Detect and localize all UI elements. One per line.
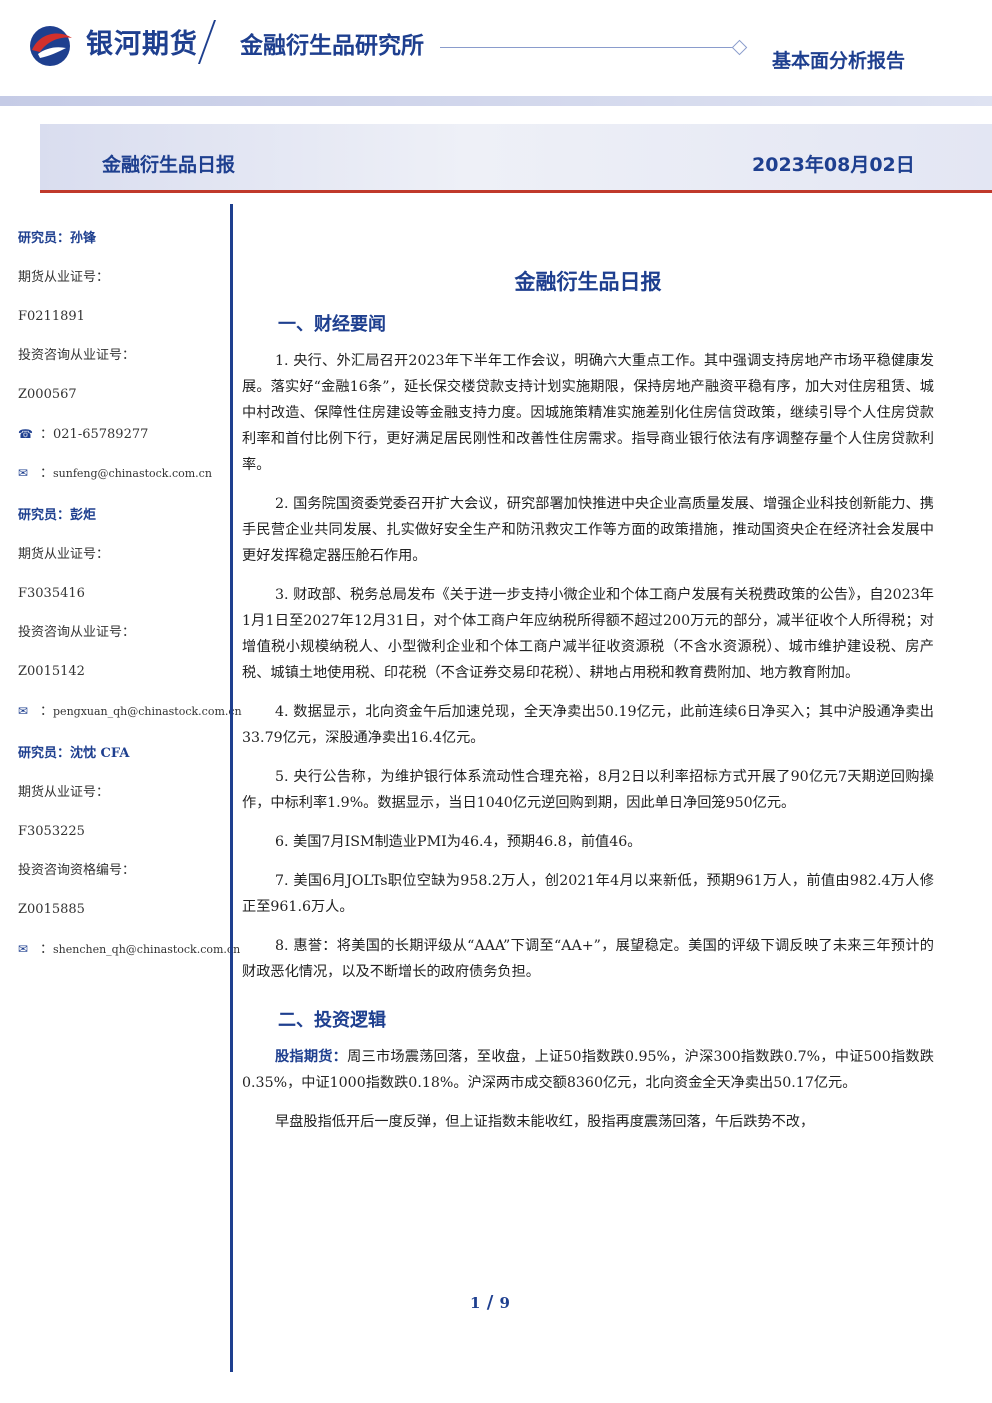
report-date: 2023年08月02日: [752, 154, 915, 176]
banner-underline: [40, 190, 992, 193]
logic-paragraph: 股指期货：周三市场震荡回落，至收盘，上证50指数跌0.95%，沪深300指数跌0…: [242, 1044, 934, 1096]
section-heading: 二、投资逻辑: [278, 1010, 386, 1031]
consult-cert-label: 投资咨询从业证号：: [18, 348, 136, 363]
section-heading: 一、财经要闻: [278, 314, 386, 335]
email-row: ✉：shenchen_qh@chinastock.com.cn: [18, 936, 240, 975]
galaxy-logo-icon: [30, 26, 72, 66]
page-number: 1 / 9: [470, 1292, 510, 1313]
brand-name: 银河期货: [86, 29, 198, 60]
consult-cert-label: 投资咨询从业证号：: [18, 625, 136, 640]
diamond-icon: [731, 39, 748, 56]
researcher-card: 研究员：沈忱 CFA 期货从业证号： F3053225 投资咨询资格编号： Z0…: [18, 741, 240, 975]
brand-separator: [197, 20, 217, 64]
institute-name: 金融衍生品研究所: [240, 33, 424, 59]
logic-text: 周三市场震荡回落，至收盘，上证50指数跌0.95%，沪深300指数跌0.7%，中…: [242, 1049, 934, 1091]
news-item: 1. 央行、外汇局召开2023年下半年工作会议，明确六大重点工作。其中强调支持房…: [242, 353, 934, 473]
researcher-name: 研究员：孙锋: [18, 231, 97, 246]
column-divider: [230, 204, 233, 1372]
phone-icon: ☎: [18, 427, 33, 441]
email-link[interactable]: shenchen_qh@chinastock.com.cn: [53, 943, 241, 956]
title-banner: [40, 124, 992, 192]
report-body: 金融衍生品日报 一、财经要闻 1. 央行、外汇局召开2023年下半年工作会议，明…: [242, 262, 934, 1148]
futures-cert-label: 期货从业证号：: [18, 785, 110, 800]
current-page: 1: [470, 1294, 481, 1312]
report-type: 基本面分析报告: [772, 50, 906, 72]
page-header: 银河期货 金融衍生品研究所 基本面分析报告: [0, 0, 992, 112]
total-pages: 9: [499, 1294, 510, 1312]
email-icon: ✉: [18, 704, 29, 718]
email-icon: ✉: [18, 942, 29, 956]
news-item: 7. 美国6月JOLTs职位空缺为958.2万人，创2021年4月以来新低，预期…: [242, 873, 934, 915]
header-divider-line: [440, 47, 734, 48]
banner-title: 金融衍生品日报: [102, 154, 236, 176]
consult-cert: Z000567: [18, 387, 77, 402]
news-item: 4. 数据显示，北向资金午后加速兑现，全天净卖出50.19亿元，此前连续6日净买…: [242, 704, 934, 746]
futures-cert-label: 期货从业证号：: [18, 270, 110, 285]
news-item: 3. 财政部、税务总局发布《关于进一步支持小微企业和个体工商户发展有关税费政策的…: [242, 587, 934, 681]
email-link[interactable]: pengxuan_qh@chinastock.com.cn: [53, 705, 242, 718]
phone-row: ☎：021-65789277: [18, 421, 223, 460]
researcher-name: 研究员：沈忱 CFA: [18, 746, 130, 761]
futures-cert: F3053225: [18, 824, 85, 839]
news-item: 2. 国务院国资委党委召开扩大会议，研究部署加快推进中央企业高质量发展、增强企业…: [242, 496, 934, 564]
header-stripe: [0, 96, 992, 106]
logic-paragraph: 早盘股指低开后一度反弹，但上证指数未能收红，股指再度震荡回落，午后跌势不改，: [275, 1114, 815, 1130]
email-icon: ✉: [18, 466, 29, 480]
researcher-name: 研究员：彭炬: [18, 508, 97, 523]
futures-cert: F3035416: [18, 586, 85, 601]
news-item: 8. 惠誉：将美国的长期评级从“AAA”下调至“AA+”，展望稳定。美国的评级下…: [242, 938, 934, 980]
futures-cert: F0211891: [18, 309, 85, 324]
researcher-card: 研究员：彭炬 期货从业证号： F3035416 投资咨询从业证号： Z00151…: [18, 503, 242, 737]
phone-number: 021-65789277: [53, 427, 149, 442]
consult-cert-label: 投资咨询资格编号：: [18, 863, 136, 878]
email-row: ✉：pengxuan_qh@chinastock.com.cn: [18, 698, 242, 737]
email-link[interactable]: sunfeng@chinastock.com.cn: [53, 467, 212, 480]
consult-cert: Z0015885: [18, 902, 85, 917]
researcher-sidebar: 研究员：孙锋 期货从业证号： F0211891 投资咨询从业证号： Z00056…: [18, 226, 242, 975]
email-row: ✉：sunfeng@chinastock.com.cn: [18, 460, 223, 499]
document-title: 金融衍生品日报: [514, 270, 662, 294]
researcher-card: 研究员：孙锋 期货从业证号： F0211891 投资咨询从业证号： Z00056…: [18, 226, 223, 499]
consult-cert: Z0015142: [18, 664, 85, 679]
news-item: 6. 美国7月ISM制造业PMI为46.4，预期46.8，前值46。: [275, 834, 642, 850]
logic-label: 股指期货：: [275, 1049, 348, 1065]
futures-cert-label: 期货从业证号：: [18, 547, 110, 562]
news-item: 5. 央行公告称，为维护银行体系流动性合理充裕，8月2日以利率招标方式开展了90…: [242, 769, 934, 811]
